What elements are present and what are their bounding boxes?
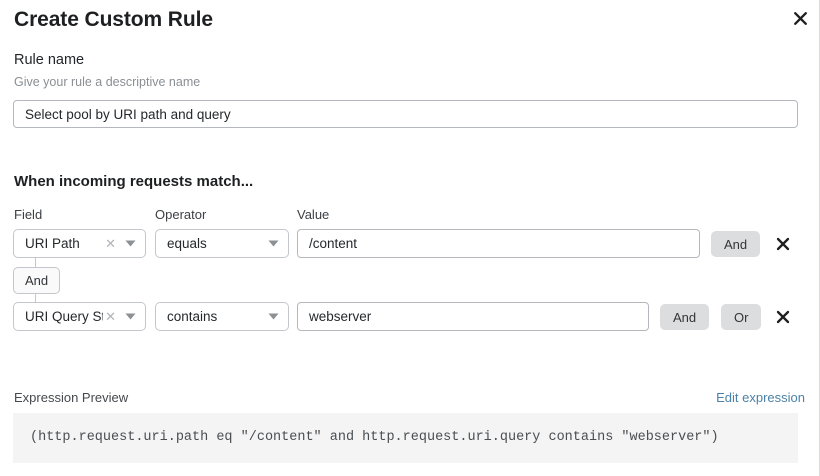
close-icon xyxy=(776,237,790,251)
connector-line-top xyxy=(35,258,36,267)
add-or-condition-button-1[interactable]: Or xyxy=(721,304,762,330)
clear-icon[interactable]: ✕ xyxy=(105,236,116,251)
field-select-0[interactable]: URI Path ✕ xyxy=(13,229,146,258)
value-input-0[interactable] xyxy=(297,229,700,258)
connector-line-bottom xyxy=(35,294,36,303)
operator-select-value-0: equals xyxy=(167,236,207,251)
edit-expression-link[interactable]: Edit expression xyxy=(716,390,805,405)
remove-condition-button-0[interactable] xyxy=(772,233,794,255)
connector-and-badge[interactable]: And xyxy=(13,267,61,294)
close-icon xyxy=(776,310,790,324)
close-icon xyxy=(793,11,808,26)
field-select-value-1: URI Query St... xyxy=(25,309,103,324)
condition-row: URI Path ✕ equals And xyxy=(0,229,819,259)
clear-icon[interactable]: ✕ xyxy=(105,309,116,324)
add-and-condition-button-0[interactable]: And xyxy=(711,231,761,257)
rule-name-input[interactable] xyxy=(13,100,798,128)
operator-select-0[interactable]: equals xyxy=(155,229,289,258)
chevron-down-icon[interactable] xyxy=(264,240,288,247)
field-select-1[interactable]: URI Query St... ✕ xyxy=(13,302,146,331)
column-header-operator: Operator xyxy=(155,207,207,222)
close-modal-button[interactable] xyxy=(788,6,812,30)
column-header-value: Value xyxy=(297,207,330,222)
chevron-down-icon[interactable] xyxy=(121,313,145,320)
expression-preview-label: Expression Preview xyxy=(14,390,129,405)
match-section-heading: When incoming requests match... xyxy=(14,173,254,190)
operator-select-value-1: contains xyxy=(167,309,218,324)
condition-connector: And xyxy=(0,258,120,304)
rule-name-label: Rule name xyxy=(14,52,85,68)
remove-condition-button-1[interactable] xyxy=(772,306,794,328)
rule-name-help-text: Give your rule a descriptive name xyxy=(14,75,201,89)
expression-preview-code: (http.request.uri.path eq "/content" and… xyxy=(13,413,798,463)
condition-row: URI Query St... ✕ contains And Or xyxy=(0,302,819,332)
chevron-down-icon[interactable] xyxy=(264,313,288,320)
operator-select-1[interactable]: contains xyxy=(155,302,289,331)
chevron-down-icon[interactable] xyxy=(121,240,145,247)
column-header-field: Field xyxy=(14,207,43,222)
page-title: Create Custom Rule xyxy=(14,8,213,31)
add-and-condition-button-1[interactable]: And xyxy=(660,304,710,330)
value-input-1[interactable] xyxy=(297,302,649,331)
field-select-value-0: URI Path xyxy=(25,236,80,251)
